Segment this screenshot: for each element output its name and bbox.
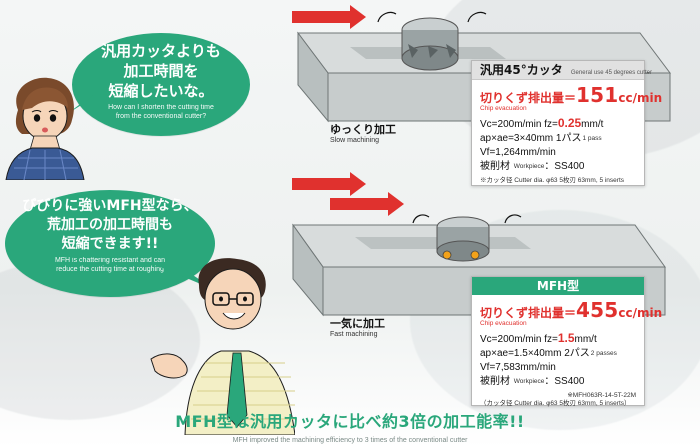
- card2-rate-unit: cc/min: [618, 306, 663, 320]
- speech-bubble-question: 汎用カッタよりも 加工時間を 短縮したいな。 How can I shorten…: [72, 33, 250, 136]
- caption-slow-jp: ゆっくり加工: [330, 123, 396, 136]
- card1-fz: 0.25: [557, 116, 582, 130]
- bubble-answer-jp: びびりに強いMFH型なら、 荒加工の加工時間も 短縮できます!!: [22, 198, 198, 252]
- card2-vc-line: Vc=200m/min fz=1.5mm/t: [480, 331, 636, 347]
- card1-work-value: ：SS400: [544, 161, 585, 172]
- card2-note: （カッタ径 Cutter dia. φ63 5枚刃 63mm, 5 insert…: [480, 400, 631, 407]
- card2-body: 切りくず排出量＝455cc/min Chip evacuation Vc=200…: [472, 295, 662, 408]
- card1-vf-line: Vf=1,264mm/min: [480, 147, 556, 158]
- card1-workpiece-line: 被削材 Workpiece：SS400: [480, 160, 636, 174]
- card2-ap-line: ap×ae=1.5×40mm 2パス2 passes: [480, 347, 636, 361]
- card1-title: 汎用45°カッタ: [480, 63, 563, 77]
- bubble-question-en: How can I shorten the cutting time from …: [108, 104, 214, 120]
- card1-vc: Vc=200m/min fz=: [480, 119, 558, 130]
- bubble-answer-en: MFH is chattering resistant and can redu…: [54, 257, 166, 273]
- caption-slow: ゆっくり加工 Slow machining: [330, 123, 396, 145]
- card2-ap: ap×ae=1.5×40mm 2パス: [480, 348, 590, 359]
- caption-fast: 一気に加工 Fast machining: [330, 317, 385, 339]
- card2-fz: 1.5: [557, 331, 575, 345]
- card1-ap: ap×ae=3×40mm 1パス: [480, 133, 582, 144]
- card2-work-jp: 被削材: [480, 376, 510, 387]
- card1-work-jp: 被削材: [480, 161, 510, 172]
- card2-title: MFH型: [536, 279, 580, 293]
- bottom-headline: MFH型は汎用カッタに比べ約3倍の加工能率!!: [175, 412, 525, 431]
- card2-header: MFH型: [472, 277, 644, 295]
- card1-title-en: General use 45 degrees cutter: [570, 70, 652, 76]
- card1-ap-line: ap×ae=3×40mm 1パス1 pass: [480, 132, 636, 146]
- card1-header: 汎用45°カッタ General use 45 degrees cutter: [472, 61, 652, 80]
- card1-work-en: Workpiece: [513, 163, 545, 170]
- card1-rate-label: 切りくず排出量＝: [480, 91, 577, 105]
- card2-rate-label: 切りくず排出量＝: [480, 306, 577, 320]
- card1-rate-en: Chip evacuation: [480, 105, 527, 112]
- card1-rate-value: 151: [576, 83, 619, 107]
- milling-cutter-slow-icon: [377, 11, 487, 71]
- card2-vf-line: Vf=7,583mm/min: [480, 362, 556, 373]
- spec-card-mfh: MFH型 切りくず排出量＝455cc/min Chip evacuation V…: [471, 276, 662, 408]
- bottom-subtitle: MFH improved the machining efficiency to…: [232, 437, 468, 444]
- card2-rate-en: Chip evacuation: [480, 320, 527, 327]
- man-icon: [150, 258, 295, 435]
- card2-work-value: ：SS400: [544, 376, 585, 387]
- card1-pass-en: 1 pass: [582, 135, 602, 142]
- woman-icon: [5, 77, 85, 180]
- card2-chip-evacuation: 切りくず排出量＝455cc/min: [480, 298, 662, 322]
- feed-arrow-fast-2: [330, 192, 404, 216]
- card1-body: 切りくず排出量＝151cc/min Chip evacuation Vc=200…: [472, 80, 662, 185]
- card2-note-model: ※MFH063R-14-5T-22M: [567, 392, 636, 399]
- milling-cutter-fast-icon: [412, 214, 522, 262]
- feed-arrow-fast: [292, 172, 366, 196]
- caption-slow-en: Slow machining: [330, 137, 380, 144]
- card2-rate-value: 455: [576, 298, 619, 322]
- card1-rate-unit: cc/min: [618, 91, 663, 105]
- bubble-question-jp: 汎用カッタよりも 加工時間を 短縮したいな。: [101, 42, 221, 100]
- feed-arrow-slow: [292, 5, 366, 29]
- card2-workpiece-line: 被削材 Workpiece：SS400: [480, 375, 636, 389]
- card1-note: ※カッタ径 Cutter dia. φ63 5枚刃 63mm, 5 insert…: [480, 177, 625, 184]
- card2-fz-unit: mm/t: [574, 334, 597, 345]
- card2-work-en: Workpiece: [513, 378, 545, 385]
- spec-card-general-cutter: 汎用45°カッタ General use 45 degrees cutter 切…: [471, 60, 662, 186]
- caption-fast-jp: 一気に加工: [330, 317, 385, 330]
- card1-fz-unit: mm/t: [581, 119, 604, 130]
- speech-bubble-answer: びびりに強いMFH型なら、 荒加工の加工時間も 短縮できます!! MFH is …: [5, 190, 215, 297]
- card2-vc: Vc=200m/min fz=: [480, 334, 558, 345]
- card1-vc-line: Vc=200m/min fz=0.25mm/t: [480, 116, 636, 132]
- card1-chip-evacuation: 切りくず排出量＝151cc/min: [480, 83, 662, 107]
- caption-fast-en: Fast machining: [330, 331, 378, 338]
- card2-pass-en: 2 passes: [590, 350, 617, 357]
